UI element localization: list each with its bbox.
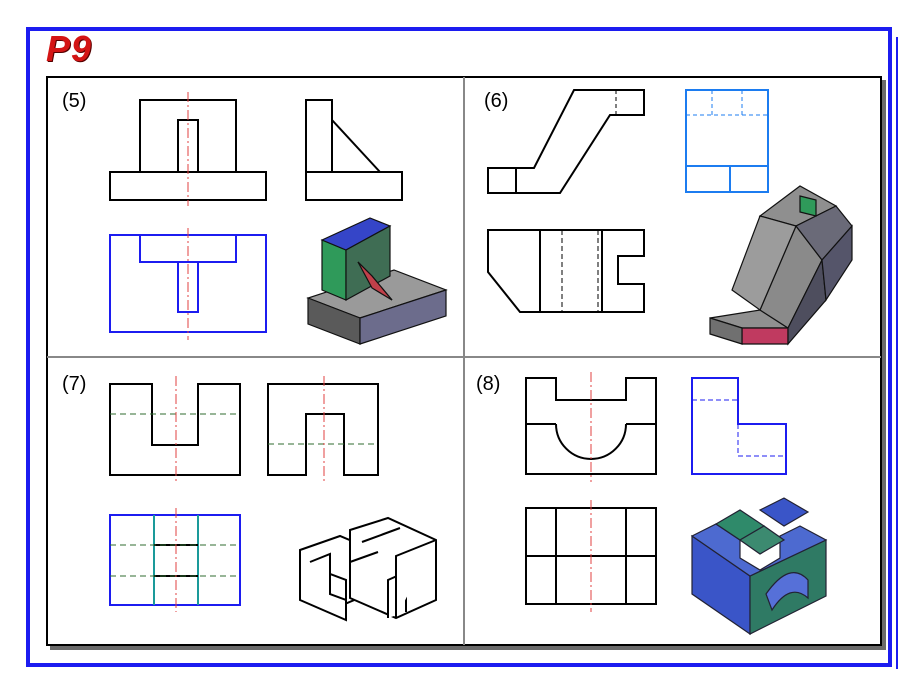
panel-6-plan-view xyxy=(487,229,645,313)
panel-8-label: (8) xyxy=(476,373,501,395)
panel-8-front-view xyxy=(525,372,657,482)
panel-6-label: (6) xyxy=(484,90,509,112)
outer-frame xyxy=(26,27,898,669)
panel-7-isometric xyxy=(299,516,437,622)
panel-7-plan-view xyxy=(109,508,241,612)
panel-7-side-view xyxy=(267,376,379,482)
panel-8-plan-view xyxy=(525,500,657,612)
panel-7-front-view xyxy=(109,376,241,482)
panel-5-front-view xyxy=(109,92,267,206)
panel-8 xyxy=(525,372,828,636)
panel-8-side-view xyxy=(691,377,787,475)
panel-5-label: (5) xyxy=(62,90,87,112)
panel-5-isometric xyxy=(306,217,448,345)
page-title: P9 xyxy=(46,28,93,69)
panel-6-side-view xyxy=(685,89,769,193)
panel-6-front-view xyxy=(487,89,645,194)
panel-6 xyxy=(487,89,853,346)
panel-5 xyxy=(109,92,448,345)
panel-5-plan-view xyxy=(109,228,267,340)
panel-7-label: (7) xyxy=(62,373,87,395)
panel-5-side-view xyxy=(305,99,403,201)
panel-6-isometric xyxy=(709,185,853,346)
panel-7 xyxy=(109,376,437,622)
panel-8-isometric xyxy=(690,497,828,636)
frame-shadow xyxy=(896,37,898,669)
